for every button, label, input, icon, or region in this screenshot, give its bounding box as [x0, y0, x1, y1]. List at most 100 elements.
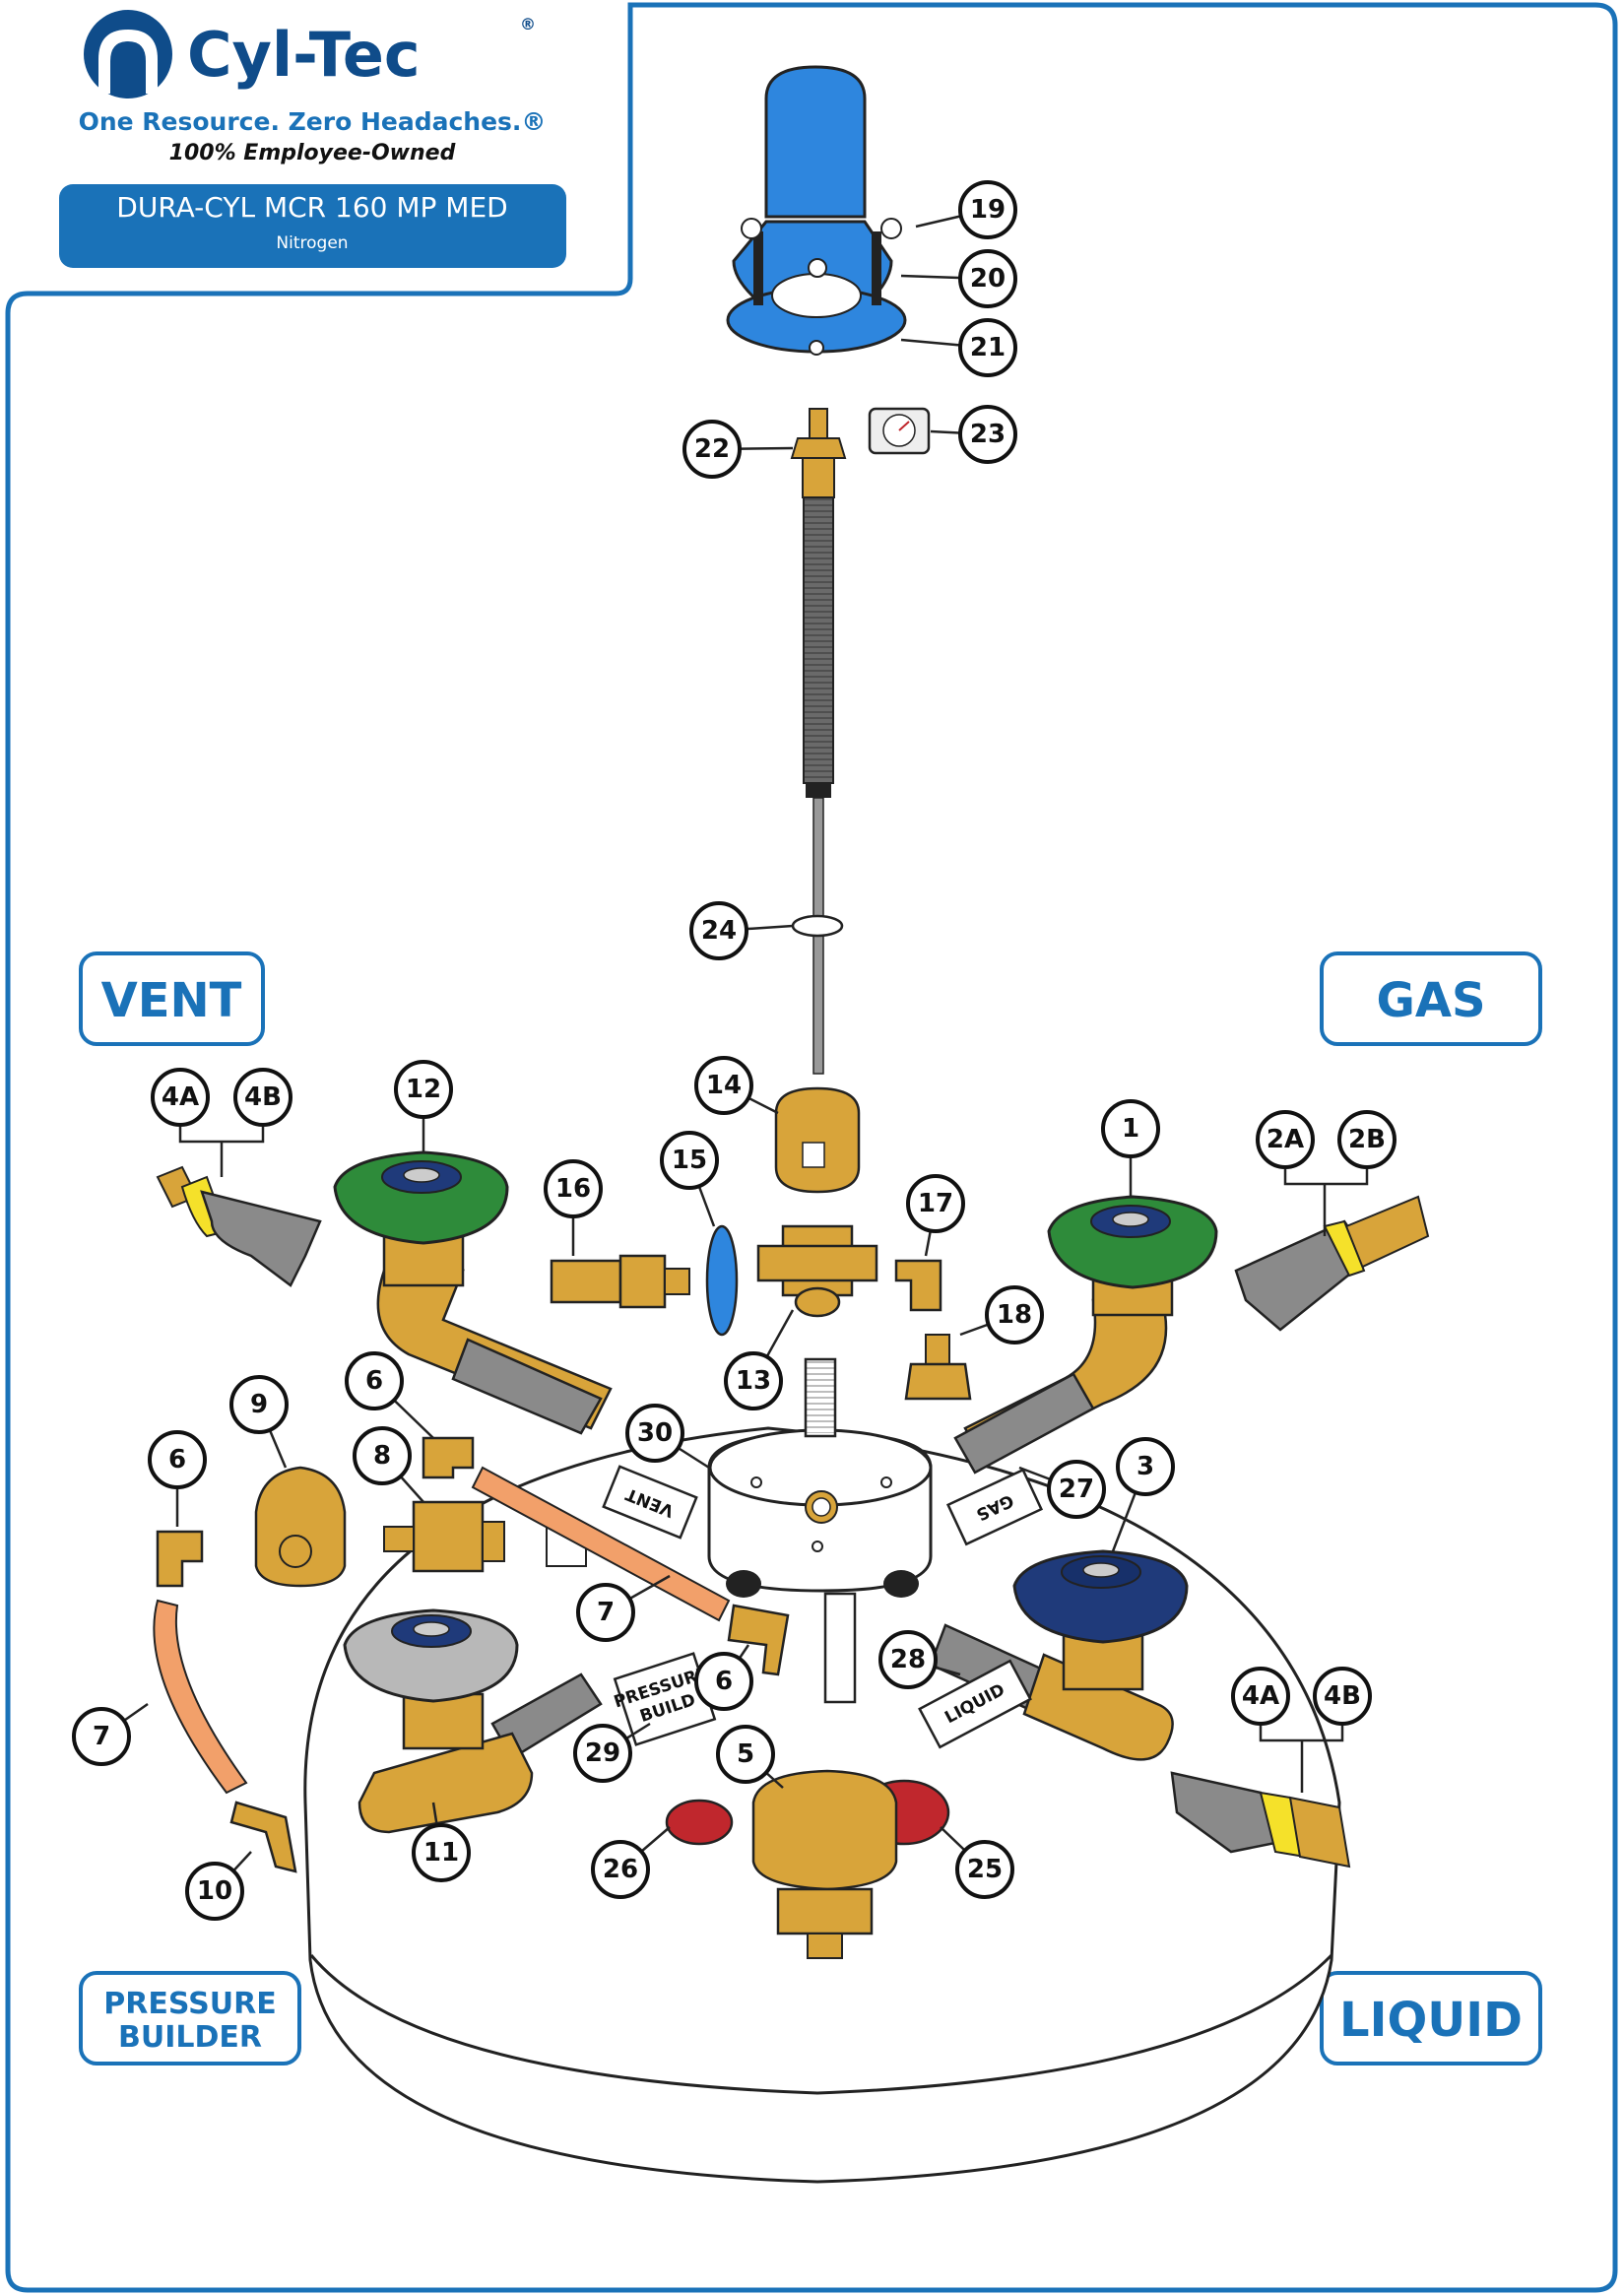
callout-label: 22: [694, 434, 730, 464]
svg-text:BUILDER: BUILDER: [118, 2020, 262, 2055]
callout-label: 11: [423, 1838, 459, 1868]
svg-text:VENT: VENT: [101, 973, 242, 1028]
callout-bubble: [1337, 1110, 1397, 1169]
callout-label: 28: [890, 1645, 926, 1674]
registered-mark: ®: [520, 15, 536, 33]
callout-label: 6: [168, 1445, 186, 1475]
callout-bubble: [724, 1351, 783, 1410]
bracket-line: [1283, 1169, 1369, 1186]
callout-bubble: [151, 1068, 210, 1127]
callout-bubble: [958, 249, 1017, 308]
svg-text:LIQUID: LIQUID: [1339, 1993, 1523, 2048]
callout-bubble: [148, 1430, 207, 1489]
vent-disconnect: [156, 1165, 322, 1287]
cross-fitting: [756, 1224, 878, 1318]
copper-tube-upper: [471, 1466, 731, 1622]
gas-tag: GAS: [945, 1468, 1044, 1546]
dip-tube-assembly: [790, 408, 847, 1075]
callout-label: 7: [597, 1598, 615, 1627]
callout-bubble: [878, 1630, 938, 1689]
callout-label: 17: [918, 1189, 953, 1218]
elbow-17: [894, 1259, 942, 1312]
callout-label: 10: [197, 1876, 232, 1906]
elbow-10: [229, 1801, 297, 1873]
gas-type: Nitrogen: [276, 233, 348, 253]
callout-bubble: [544, 1159, 603, 1218]
callout-label: 15: [672, 1146, 707, 1175]
plug-18: [904, 1334, 972, 1401]
callout-label: 6: [365, 1366, 383, 1396]
pressure-builder-section-label: PRESSURE BUILDER: [79, 1971, 301, 2066]
callout-label: 18: [997, 1300, 1032, 1330]
callout-label: 23: [970, 420, 1006, 449]
header-frame: [5, 2, 1618, 2293]
callout-label: 7: [93, 1722, 110, 1751]
copper-tube-left: [153, 1599, 248, 1795]
svg-text:GAS: GAS: [1376, 973, 1485, 1028]
callout-label: 16: [555, 1174, 591, 1204]
callout-bubble: [694, 1056, 753, 1115]
callout-bubble: [72, 1707, 131, 1766]
callout-bubble: [185, 1862, 244, 1921]
callout-label: 26: [603, 1855, 638, 1884]
callout-bubble: [660, 1131, 719, 1190]
callout-label: 6: [715, 1667, 733, 1696]
svg-text:PRESSURE: PRESSURE: [103, 1987, 276, 2021]
callout-label: 14: [706, 1071, 742, 1100]
callout-label: 25: [967, 1855, 1003, 1884]
callout-bubble: [353, 1426, 412, 1485]
model-name: DURA-CYL MCR 160 MP MED: [116, 191, 507, 224]
gas-disconnect: [1234, 1195, 1430, 1332]
elbow-6-center: [727, 1604, 790, 1676]
pressure-gauge: [868, 407, 931, 455]
callout-label: 4B: [1324, 1681, 1361, 1711]
callout-bubble: [412, 1823, 471, 1882]
manifold-block: [546, 1357, 933, 1704]
callout-bubble: [958, 318, 1017, 377]
elbow-6-upper: [422, 1436, 475, 1479]
bracket-line: [178, 1127, 265, 1144]
callout-label: 2B: [1348, 1125, 1386, 1154]
callout-label: 4A: [162, 1082, 199, 1112]
liquid-section-label: LIQUID: [1320, 1971, 1542, 2066]
callout-label: 27: [1059, 1475, 1094, 1504]
callout-label: 12: [406, 1075, 441, 1104]
callout-bubble: [985, 1285, 1044, 1344]
regulator-5: [751, 1769, 898, 1959]
callout-label: 29: [585, 1738, 620, 1768]
callout-bubble: [958, 180, 1017, 239]
brand-tagline: One Resource. Zero Headaches.®: [79, 107, 547, 136]
callout-bubble: [694, 1652, 753, 1711]
callout-bubble: [625, 1404, 684, 1463]
callout-bubble: [1231, 1667, 1290, 1726]
callout-bubble: [1256, 1110, 1315, 1169]
pressure-builder-valve: [343, 1608, 603, 1834]
fitting-16: [550, 1254, 690, 1309]
callout-label: 4B: [244, 1082, 282, 1112]
callout-label: 9: [250, 1390, 268, 1419]
model-banner: [59, 184, 566, 268]
callout-bubble: [1101, 1099, 1160, 1158]
callout-label: 13: [736, 1366, 771, 1396]
callout-bubble: [576, 1583, 635, 1642]
callout-bubble: [906, 1174, 965, 1233]
callout-label: 20: [970, 264, 1006, 294]
rupture-disk: [705, 1224, 739, 1337]
callout-label: 30: [637, 1418, 673, 1448]
callout-label: 19: [970, 195, 1006, 225]
callout-label: 24: [701, 916, 737, 946]
callout-bubble: [1313, 1667, 1372, 1726]
gas-section-label: GAS: [1320, 951, 1542, 1046]
gas-valve: [953, 1195, 1218, 1475]
brand-subtagline: 100% Employee-Owned: [169, 141, 456, 165]
callout-label: 3: [1137, 1452, 1154, 1481]
liquid-disconnect: [1170, 1771, 1351, 1869]
callout-bubble: [394, 1060, 453, 1119]
elbow-6-left: [156, 1530, 204, 1588]
pressure-builder-regulator: [254, 1466, 347, 1588]
red-cap-small: [665, 1799, 734, 1846]
callout-label: 21: [970, 333, 1006, 362]
callout-bubble: [345, 1351, 404, 1410]
